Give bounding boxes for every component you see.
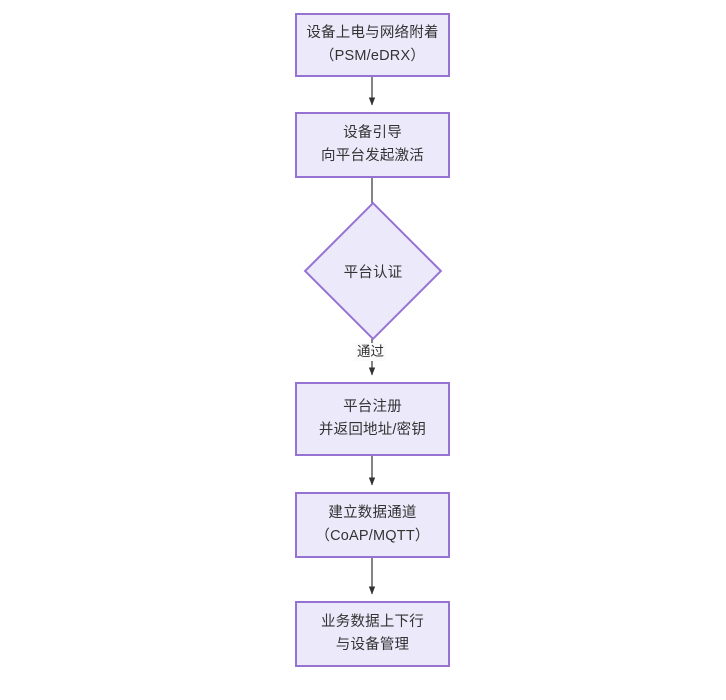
node-line: 设备上电与网络附着 [306,24,439,41]
node-device-power-on[interactable]: 设备上电与网络附着 （PSM/eDRX） [295,13,450,77]
node-platform-auth-decision[interactable]: 平台认证 [303,201,443,341]
node-line: 并返回地址/密钥 [318,422,427,438]
node-line: 业务数据上下行 [321,613,424,630]
node-line: 设备引导 [343,124,402,141]
node-platform-register[interactable]: 平台注册 并返回地址/密钥 [295,382,450,456]
node-line: （CoAP/MQTT） [315,528,430,544]
node-business-data-and-device-management[interactable]: 业务数据上下行 与设备管理 [295,601,450,667]
node-line: 平台注册 [343,398,402,415]
node-line: 建立数据通道 [328,504,417,521]
node-line: （PSM/eDRX） [319,48,426,64]
node-line: 与设备管理 [335,637,410,653]
node-establish-data-channel[interactable]: 建立数据通道 （CoAP/MQTT） [295,492,450,558]
node-line: 平台认证 [343,264,403,281]
node-line: 向平台发起激活 [321,148,424,164]
node-device-bootstrap[interactable]: 设备引导 向平台发起激活 [295,112,450,178]
edge-label-pass: 通过 [355,343,386,362]
